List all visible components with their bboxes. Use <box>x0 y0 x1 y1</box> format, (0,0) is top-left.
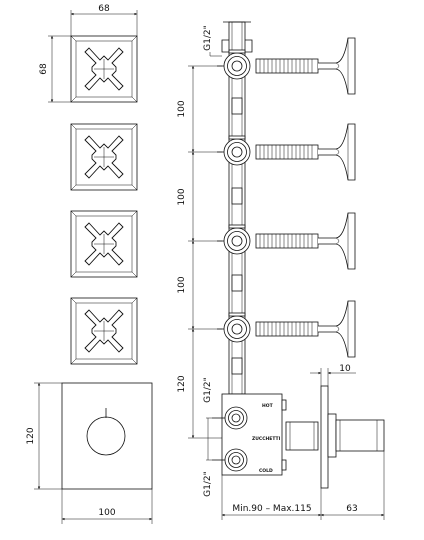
label-cold: COLD <box>259 468 273 474</box>
top-view-handle-4 <box>71 298 137 364</box>
dim-label-width: 68 <box>98 4 110 14</box>
thread-top: G1/2" <box>203 25 222 57</box>
dim-label-spacing-4: 120 <box>177 375 187 392</box>
top-view-handle-2 <box>71 124 137 190</box>
dim-plate-thickness: 10 <box>310 364 356 386</box>
thread-middle: G1/2" <box>203 377 213 461</box>
label-hot: HOT <box>262 403 274 409</box>
thermostat-cartridge <box>285 385 385 489</box>
dim-label-spacing-1: 100 <box>177 100 187 117</box>
dim-label-height: 68 <box>39 63 49 75</box>
dim-plate-height: 120 <box>26 382 62 490</box>
thread-label-bottom: G1/2" <box>203 471 213 497</box>
dim-label-plate-height: 120 <box>26 427 36 444</box>
dim-label-plate-width: 100 <box>98 508 115 518</box>
dim-plate-width: 100 <box>61 489 153 524</box>
pipe-body <box>221 21 253 395</box>
top-view-handle-1 <box>71 36 137 102</box>
thermostat-plate-front <box>61 382 153 490</box>
dim-width-68: 68 <box>70 4 138 36</box>
thread-label-top: G1/2" <box>203 25 213 51</box>
dim-label-spacing-3: 100 <box>177 276 187 293</box>
dim-label-plate-thickness: 10 <box>339 364 351 374</box>
dim-label-depth-range: Min.90 – Max.115 <box>232 504 311 514</box>
dim-chain-left: 100 100 100 120 <box>177 65 222 439</box>
dim-height-68: 68 <box>39 35 71 103</box>
dim-label-handle-depth: 63 <box>346 504 357 514</box>
thread-label-middle: G1/2" <box>203 377 213 403</box>
thermostat-body: HOT ZUCCHETTI COLD <box>212 393 287 476</box>
label-brand: ZUCCHETTI <box>252 436 281 442</box>
thread-bottom: G1/2" <box>203 471 213 497</box>
dim-label-spacing-2: 100 <box>177 188 187 205</box>
top-view-handle-3 <box>71 211 137 277</box>
dim-depth: Min.90 – Max.115 63 <box>221 451 385 520</box>
